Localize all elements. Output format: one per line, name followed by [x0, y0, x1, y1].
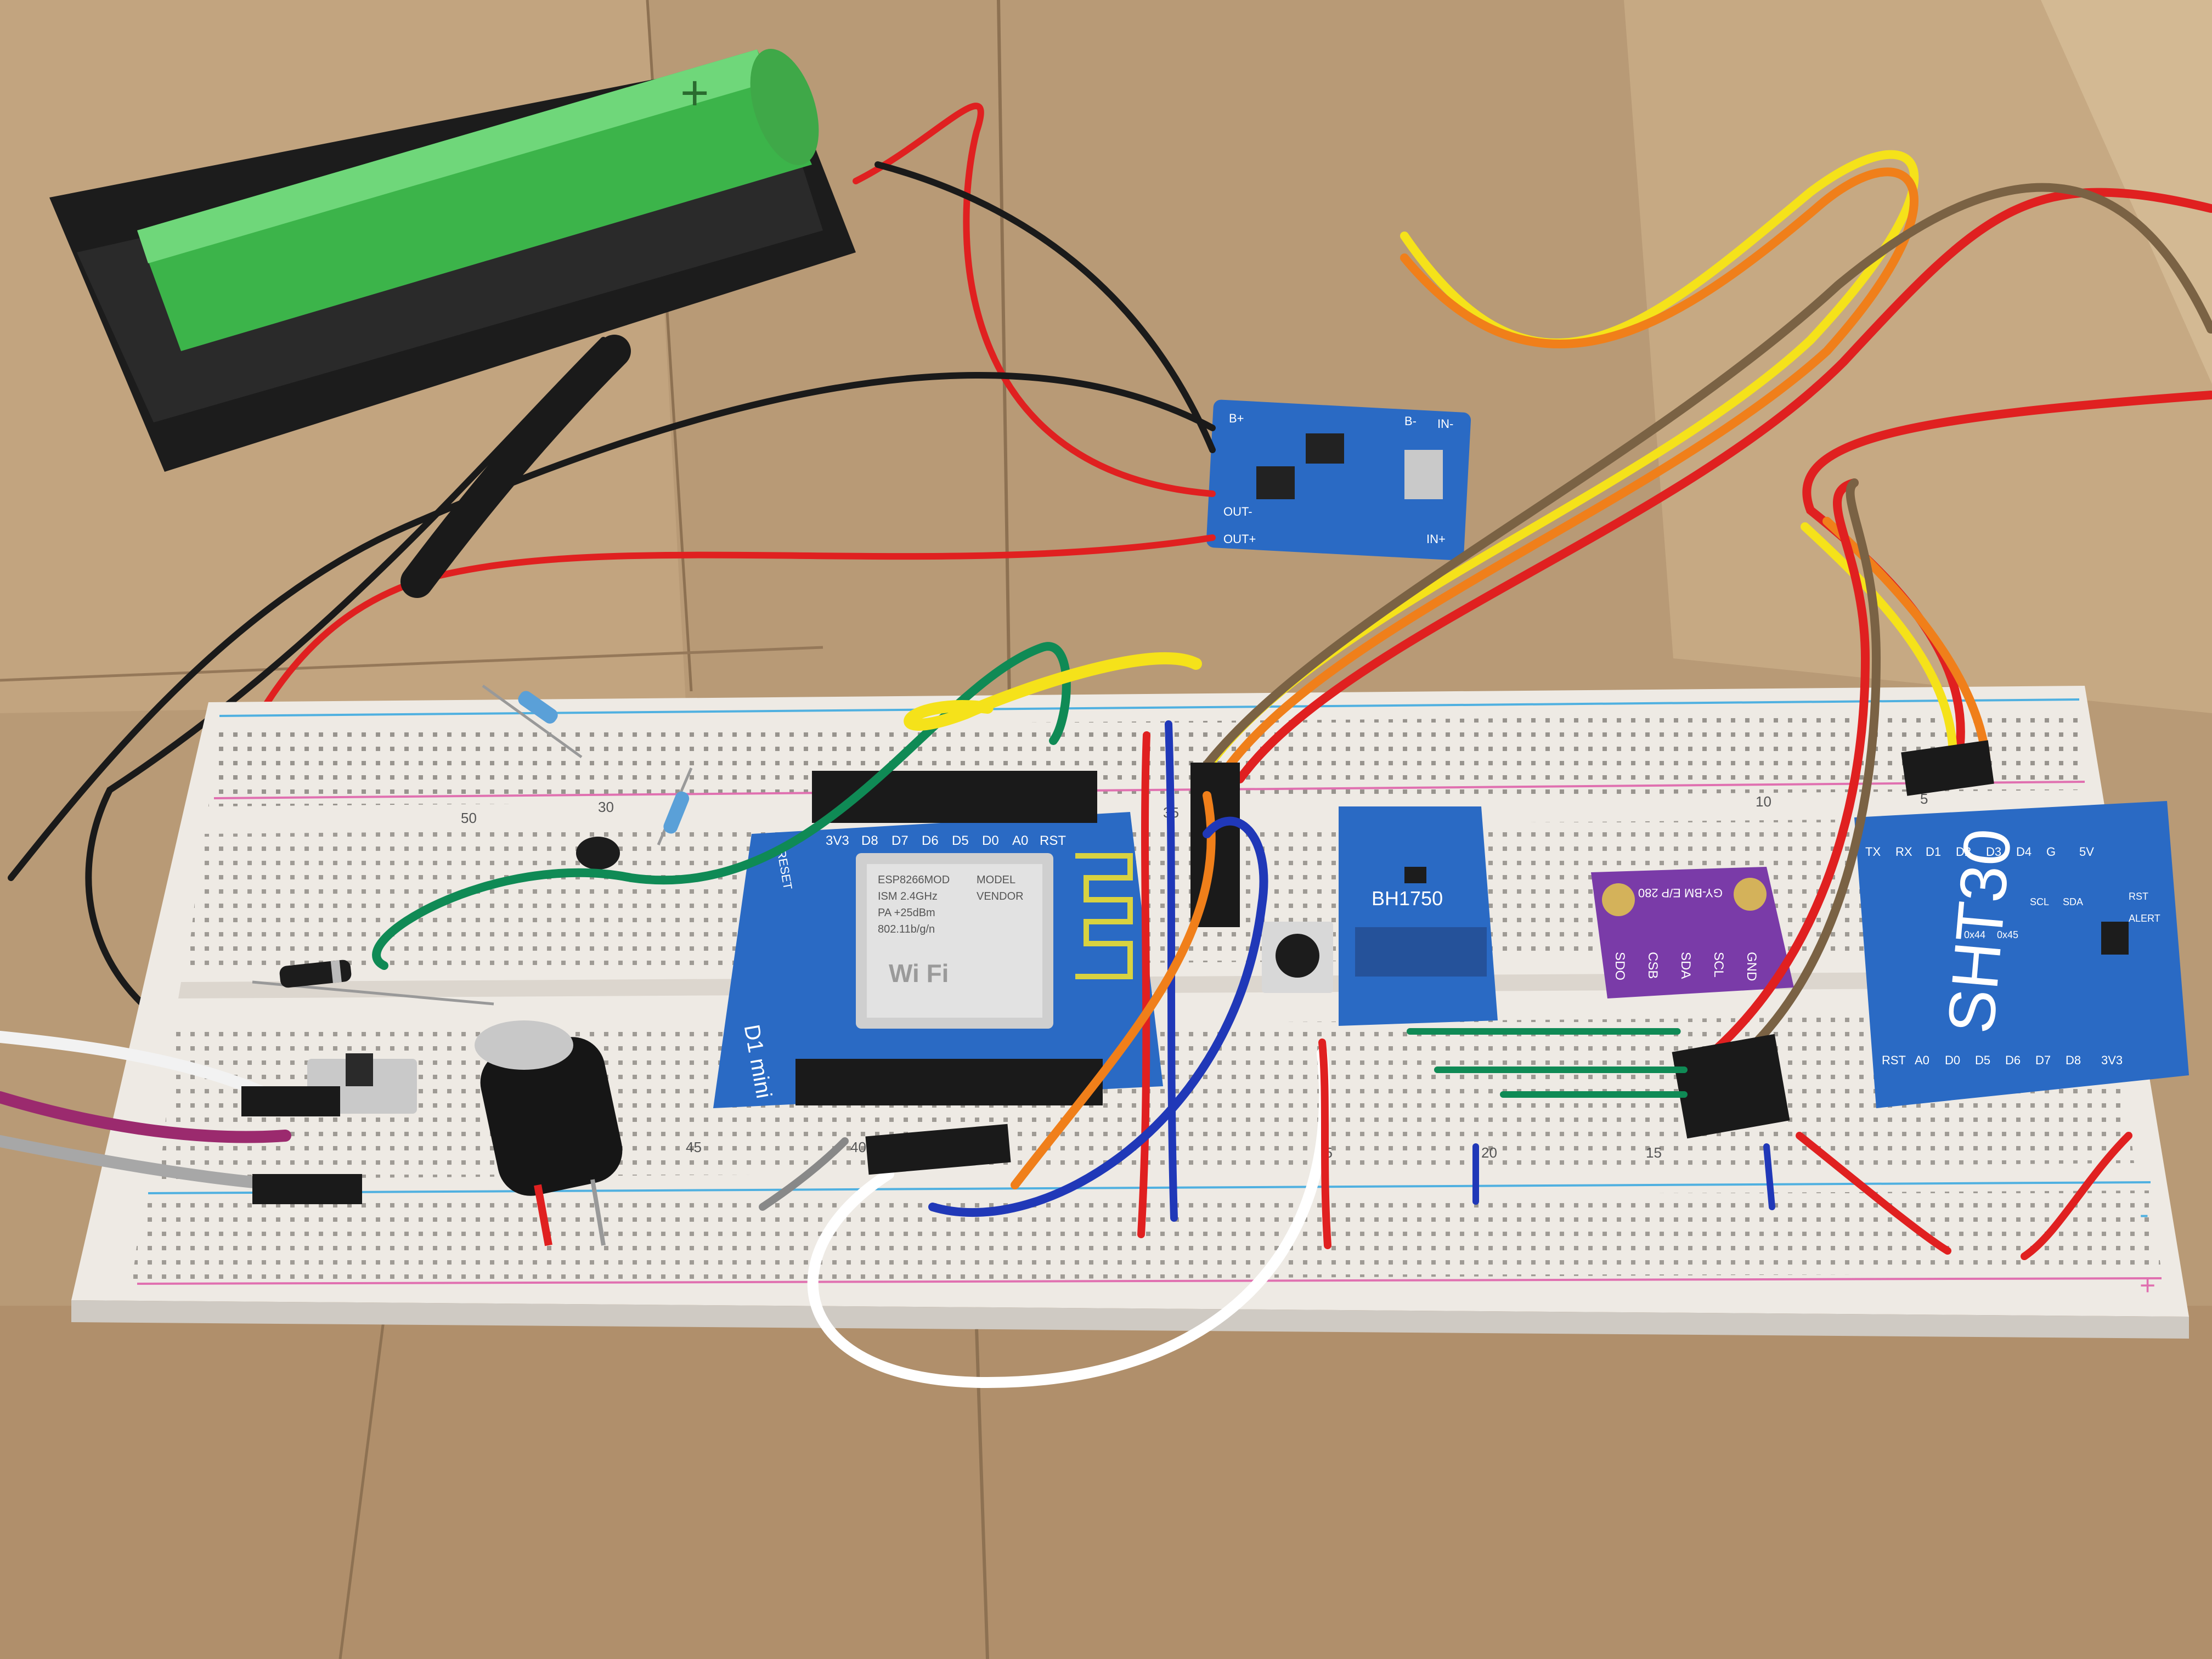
bme280-pin-labels: SDO CSB SDA SCL GND [1612, 952, 1759, 981]
sht30-label-0x44: 0x44 [1964, 929, 1985, 940]
charger-label-in-minus: IN- [1437, 417, 1453, 431]
sht30-pin-a0: A0 [1915, 1053, 1929, 1067]
column-number-5: 5 [1920, 791, 1928, 807]
sht30-pin-g: G [2046, 845, 2056, 859]
sht30-pin-tx: TX [1865, 845, 1881, 859]
sht30-pin-d5: D5 [1975, 1053, 1990, 1067]
sht30-pin-d4: D4 [2016, 845, 2032, 859]
esp-marking-line-1: ESP8266MOD [878, 874, 950, 886]
sht30-pin-d6: D6 [2005, 1053, 2021, 1067]
sht30-pin-d2: D2 [1956, 845, 1971, 859]
esp-marking-line-4: 802.11b/g/n [878, 923, 935, 935]
esp-marking-line-3: PA +25dBm [878, 907, 935, 919]
charger-label-b-minus: B- [1404, 414, 1417, 428]
sht30-top-pin-labels: TX RX D1 D2 D3 D4 G 5V [1865, 845, 2094, 859]
sht30-label-rst: RST [2129, 891, 2148, 902]
sht30-pin-d1: D1 [1926, 845, 1941, 859]
sht30-side-labels: SDA SCL 0x44 0x45 RST ALERT [1964, 891, 2160, 940]
sensor-ribbon-wires [1192, 150, 2212, 1063]
sht30-bottom-pin-labels: RST A0 D0 D5 D6 D7 D8 3V3 [1882, 1053, 2123, 1067]
sht30-pin-rst: RST [1882, 1053, 1906, 1067]
sht30-pin-5v: 5V [2079, 845, 2094, 859]
pin-label-d0: D0 [982, 833, 999, 848]
column-number-15: 15 [1646, 1144, 1662, 1161]
diode [252, 960, 494, 1006]
d1-mini-top-pin-labels: 3V3 D8 D7 D6 D5 D0 A0 RST [826, 833, 1066, 848]
sht30-shield: SHT30 TX RX D1 D2 D3 D4 G 5V RST A0 D0 D… [1854, 801, 2189, 1108]
left-jumper-cables [0, 1031, 362, 1204]
charger-label-in-plus: IN+ [1426, 532, 1446, 546]
d1-mini-board: 3V3 D8 D7 D6 D5 D0 A0 RST RESET D1 mini … [713, 771, 1163, 1108]
esp-marking-line-2: ISM 2.4GHz [878, 890, 938, 902]
sht30-header-connector [1901, 740, 1994, 796]
sht30-label-alert: ALERT [2129, 913, 2160, 924]
bme280-sensor-board: GY-BM E/P 280 SDO CSB SDA SCL GND [1591, 867, 1794, 998]
d1-lower-connectors [865, 1124, 1011, 1175]
sht30-pin-d3: D3 [1986, 845, 2001, 859]
sht30-pin-d8: D8 [2066, 1053, 2081, 1067]
sht30-label-0x45: 0x45 [1997, 929, 2018, 940]
sht30-pin-d0: D0 [1945, 1053, 1960, 1067]
battery-cell: + [137, 49, 819, 351]
resistor-upper [482, 684, 583, 759]
bme280-pin-sda: SDA [1678, 952, 1693, 979]
column-number-50: 50 [461, 810, 477, 826]
wifi-logo-text: Wi Fi [889, 959, 949, 988]
transistor [576, 837, 620, 870]
charger-label-out-minus: OUT- [1223, 505, 1252, 518]
battery-wires [8, 103, 1216, 1046]
model-marking: MODEL [977, 874, 1015, 886]
sht30-label-sda: SDA [2063, 896, 2083, 907]
charger-module: B+ B- OUT+ OUT- IN+ IN- [1206, 399, 1471, 561]
column-number-45: 45 [686, 1139, 702, 1155]
bme280-pin-csb: CSB [1645, 952, 1660, 979]
pin-label-d6: D6 [922, 833, 939, 848]
electrolytic-capacitor [475, 1020, 623, 1246]
bme280-pin-gnd: GND [1744, 952, 1759, 981]
bh1750-sensor-board: BH1750 [1339, 806, 1498, 1026]
pin-label-d8: D8 [861, 833, 878, 848]
esp-module-markings: ESP8266MOD ISM 2.4GHz PA +25dBm 802.11b/… [878, 874, 1024, 935]
rail-minus-mark: - [2140, 1199, 2149, 1229]
bme280-header-connector [1672, 1034, 1790, 1139]
bme280-label: GY-BM E/P 280 [1638, 886, 1723, 900]
sht30-label: SHT30 [1934, 826, 2025, 1036]
charger-label-out-plus: OUT+ [1223, 532, 1256, 546]
bme280-pin-scl: SCL [1711, 952, 1726, 978]
sht30-label-scl: SCL [2030, 896, 2049, 907]
resistor-lower [657, 768, 693, 845]
vendor-marking: VENDOR [977, 890, 1024, 902]
pin-label-rst: RST [1040, 833, 1066, 848]
column-number-30: 30 [598, 799, 614, 815]
column-number-10: 10 [1756, 793, 1771, 810]
bme280-pin-sdo: SDO [1612, 952, 1627, 980]
charger-label-b-plus: B+ [1229, 411, 1244, 425]
push-button [1262, 922, 1333, 993]
pin-label-d7: D7 [891, 833, 909, 848]
breadboard-jumpers [372, 642, 2132, 1389]
pin-label-3v3: 3V3 [826, 833, 849, 848]
bh1750-label: BH1750 [1372, 887, 1443, 910]
sht30-pin-3v3: 3V3 [2101, 1053, 2123, 1067]
sht30-pin-d7: D7 [2035, 1053, 2051, 1067]
battery-plus-marking: + [680, 66, 709, 121]
pin-label-d5: D5 [952, 833, 969, 848]
rail-plus-mark: + [2140, 1270, 2155, 1301]
column-number-20: 20 [1481, 1144, 1497, 1161]
pin-label-a0: A0 [1012, 833, 1028, 848]
column-number-40: 40 [850, 1139, 866, 1155]
sht30-pin-rx: RX [1895, 845, 1912, 859]
